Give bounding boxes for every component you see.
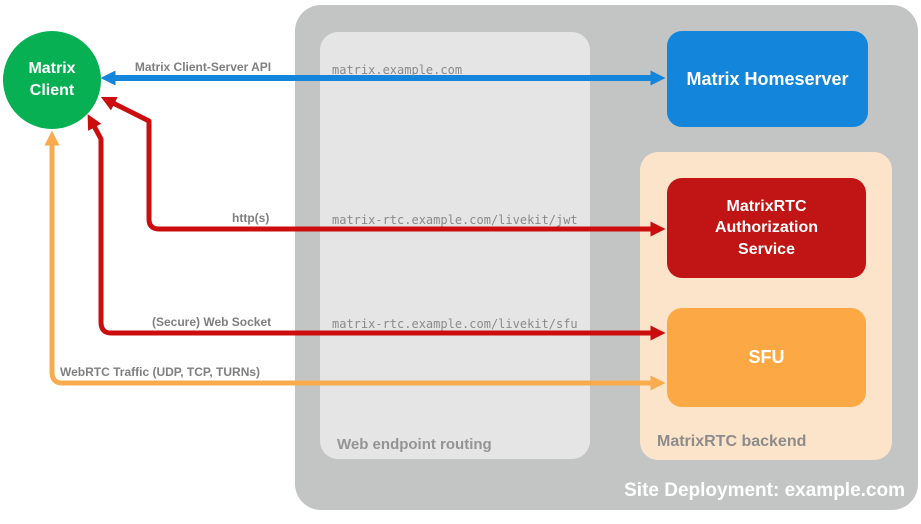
homeserver-route-label: matrix.example.com xyxy=(332,63,463,77)
matrixrtc-backend-caption: MatrixRTC backend xyxy=(657,433,807,450)
web-endpoint-routing-container xyxy=(320,32,590,459)
web-endpoint-routing-caption: Web endpoint routing xyxy=(337,436,492,453)
matrix-client-node: Matrix Client xyxy=(3,31,101,129)
webrtc-traffic-label: WebRTC Traffic (UDP, TCP, TURNs) xyxy=(60,365,261,379)
https-label: http(s) xyxy=(232,211,270,225)
sfu-route-label: matrix-rtc.example.com/livekit/sfu xyxy=(332,317,578,331)
websocket-label: (Secure) Web Socket xyxy=(152,315,272,329)
jwt-route-label: matrix-rtc.example.com/livekit/jwt xyxy=(332,213,578,227)
matrixrtc-auth-service-node: MatrixRTC Authorization Service xyxy=(667,178,866,278)
matrix-homeserver-node: Matrix Homeserver xyxy=(667,31,868,127)
sfu-node: SFU xyxy=(667,308,866,407)
site-deployment-caption: Site Deployment: example.com xyxy=(624,480,905,501)
client-server-api-label: Matrix Client-Server API xyxy=(134,60,272,74)
